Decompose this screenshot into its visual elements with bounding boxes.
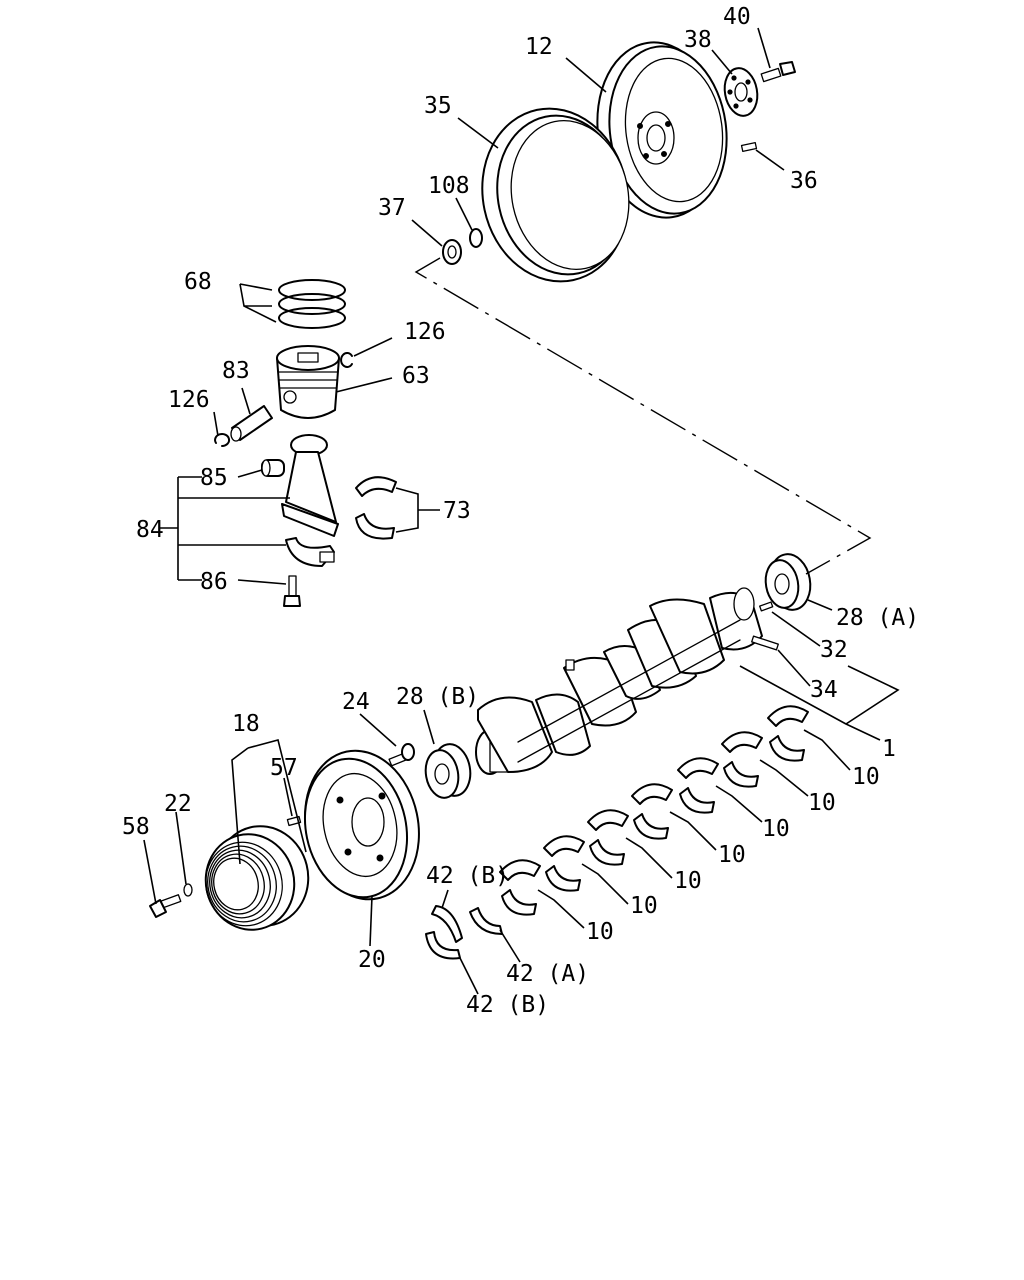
crankshaft-gear-b [424, 743, 472, 799]
callout-108: 108 [428, 173, 470, 199]
callout-labels: 40 38 12 35 36 108 37 68 126 63 83 126 8… [122, 4, 919, 1018]
callout-10-7: 10 [852, 764, 880, 790]
main-bearing-7 [767, 705, 809, 762]
callout-35: 35 [424, 93, 452, 119]
main-bearing-4 [631, 783, 673, 840]
callout-126-upper: 126 [404, 319, 446, 345]
washer-22 [183, 883, 193, 897]
callout-20: 20 [358, 947, 386, 973]
callout-10-5: 10 [762, 816, 790, 842]
snap-ring-108 [469, 228, 483, 248]
callout-34: 34 [810, 677, 838, 703]
callout-10-6: 10 [808, 790, 836, 816]
callout-126-lower: 126 [168, 387, 210, 413]
callout-86: 86 [200, 569, 228, 595]
callout-42a: 42 (A) [506, 961, 589, 987]
callout-85: 85 [200, 465, 228, 491]
key-32 [759, 601, 774, 612]
callout-24: 24 [342, 689, 370, 715]
callout-10-4: 10 [718, 842, 746, 868]
callout-10-2: 10 [630, 893, 658, 919]
gear-bolt-24 [388, 743, 415, 767]
flywheel-plate [723, 67, 759, 117]
callout-68: 68 [184, 269, 212, 295]
connecting-rod [281, 434, 339, 537]
leader-lines [143, 27, 900, 995]
pilot-bearing [442, 239, 462, 265]
crankshaft [475, 587, 763, 775]
connecting-rod-bolt [283, 575, 301, 607]
piston [276, 345, 340, 419]
callout-10-1: 10 [586, 919, 614, 945]
callout-28b: 28 (B) [396, 684, 479, 710]
callout-84: 84 [136, 517, 164, 543]
callout-83: 83 [222, 358, 250, 384]
pulley-bolt-58 [149, 894, 182, 918]
callout-12: 12 [525, 34, 553, 60]
callout-10-3: 10 [674, 868, 702, 894]
main-bearing-2 [543, 835, 585, 892]
callout-36: 36 [790, 168, 818, 194]
callout-73: 73 [443, 498, 471, 524]
main-bearing-3 [587, 809, 629, 866]
callout-18: 18 [232, 711, 260, 737]
conrod-bearing-lower [355, 513, 395, 540]
crankshaft-pulley [204, 825, 310, 931]
pin-34 [751, 635, 779, 651]
ring-gear [481, 107, 630, 283]
callout-32: 32 [820, 637, 848, 663]
main-bearing-6 [721, 731, 763, 788]
snap-ring-126-upper [340, 352, 353, 368]
callout-40: 40 [723, 4, 751, 30]
connecting-rod-cap [285, 537, 335, 567]
dowel-pin-36 [740, 141, 758, 153]
callout-58: 58 [122, 814, 150, 840]
thrust-washer-42a [469, 907, 503, 935]
thrust-washer-42b-lower [425, 931, 461, 960]
piston-rings [278, 279, 346, 329]
callout-57: 57 [270, 755, 298, 781]
callout-42b-lower: 42 (B) [466, 992, 549, 1018]
alignment-centerline [414, 257, 872, 575]
main-bearing-5 [677, 757, 719, 814]
callout-1: 1 [882, 736, 896, 762]
flywheel [596, 41, 728, 219]
thrust-washer-42b-upper [431, 905, 463, 943]
piston-pin [230, 405, 273, 442]
flywheel-bolt [760, 61, 796, 83]
callout-38: 38 [684, 27, 712, 53]
conrod-bearing-upper [355, 476, 397, 497]
main-bearing-1 [499, 859, 541, 916]
crankshaft-gear-a [764, 553, 812, 611]
snap-ring-126-lower [214, 433, 231, 448]
connecting-rod-bushing [261, 459, 285, 477]
callout-37: 37 [378, 195, 406, 221]
callout-28a: 28 (A) [836, 605, 919, 631]
callout-22: 22 [164, 791, 192, 817]
damper-pulley [303, 749, 420, 901]
callout-63: 63 [402, 363, 430, 389]
callout-42b-upper: 42 (B) [426, 863, 509, 889]
